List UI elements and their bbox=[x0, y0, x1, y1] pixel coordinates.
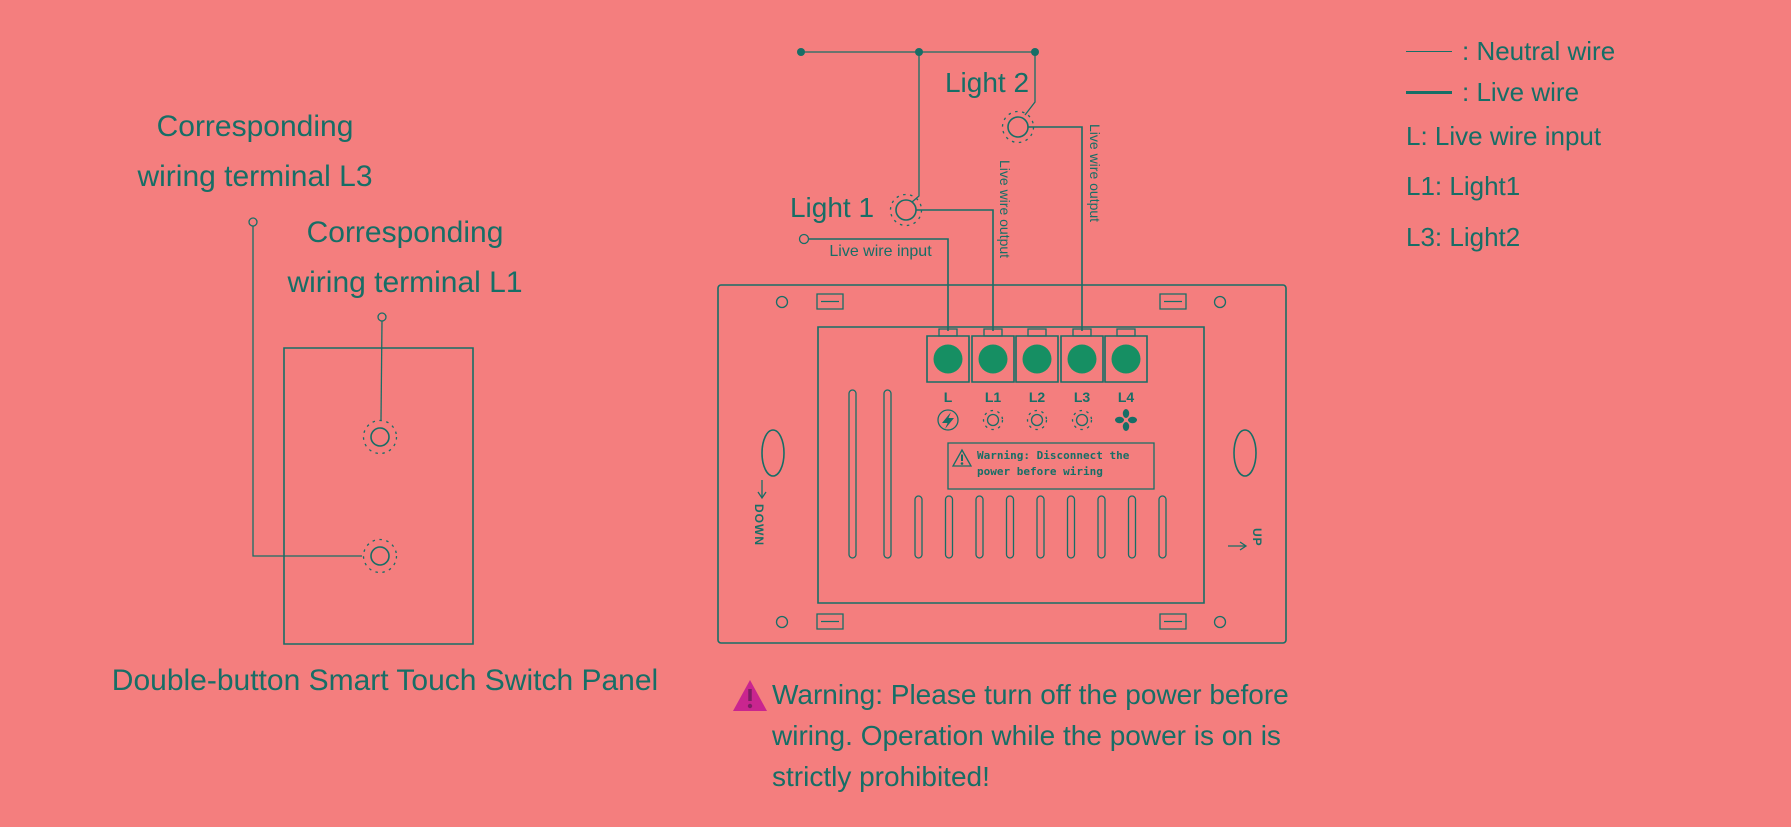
terminal-l3-label-line1: Corresponding bbox=[156, 110, 354, 143]
light2-label: Light 2 bbox=[944, 67, 1030, 98]
down-arrow-icon bbox=[758, 480, 766, 498]
terminal-label-l3: L3 bbox=[1073, 389, 1091, 405]
neutral-wire-line-icon bbox=[1406, 51, 1452, 52]
warning-note-line3: strictly prohibited! bbox=[772, 761, 990, 792]
bulb-icon bbox=[1073, 411, 1092, 430]
terminal-l1-label-line1: Corresponding bbox=[306, 216, 504, 249]
touch-button-top bbox=[364, 421, 397, 454]
terminal-label-l: L bbox=[943, 389, 953, 405]
bulb-icon bbox=[984, 411, 1003, 430]
terminal-label-l4: L4 bbox=[1117, 389, 1135, 405]
live-input-wire bbox=[809, 239, 948, 331]
light2-feed-wire bbox=[1025, 52, 1035, 115]
screw-hole-icon bbox=[1215, 617, 1226, 628]
legend-row-l1: L1: Light1 bbox=[1406, 171, 1520, 202]
live-wire-output-label-right: Live wire output bbox=[1087, 124, 1103, 223]
vent-slots bbox=[849, 390, 1166, 558]
live-input-node bbox=[800, 235, 809, 244]
warning-note-line1: Warning: Please turn off the power befor… bbox=[772, 679, 1289, 710]
legend-l1-label: L1: Light1 bbox=[1406, 171, 1521, 201]
screw-hole-icon bbox=[1215, 297, 1226, 308]
legend-neutral-label: : Neutral wire bbox=[1462, 36, 1616, 66]
legend-row-neutral: : Neutral wire bbox=[1406, 36, 1615, 67]
touch-panel-drawing bbox=[249, 218, 473, 644]
leader-line-l3 bbox=[249, 218, 362, 556]
leader-line-l1 bbox=[378, 313, 386, 420]
touch-button-bottom bbox=[364, 540, 397, 573]
switch-inner-outline bbox=[818, 327, 1204, 603]
lightning-icon bbox=[938, 410, 958, 430]
terminal-l4 bbox=[1105, 329, 1147, 382]
terminal-l3-label-line2: wiring terminal L3 bbox=[137, 160, 373, 193]
up-label: UP bbox=[1250, 528, 1264, 547]
legend-row-live: : Live wire bbox=[1406, 77, 1579, 108]
panel-warning-line1: Warning: Disconnect the bbox=[977, 449, 1130, 462]
light1-label: Light 1 bbox=[789, 192, 875, 223]
light1-feed-wire bbox=[912, 52, 919, 202]
mounting-ear-right bbox=[1234, 430, 1256, 476]
live-wire-input-label: Live wire input bbox=[829, 243, 932, 260]
screw-hole-icon bbox=[777, 297, 788, 308]
terminal-label-l2: L2 bbox=[1028, 389, 1046, 405]
legend-row-l: L: Live wire input bbox=[1406, 121, 1601, 152]
terminal-l bbox=[927, 329, 969, 382]
panel-outline bbox=[284, 348, 473, 644]
terminal-block bbox=[927, 329, 1147, 382]
circuit-wires bbox=[797, 48, 1082, 331]
legend-l3-label: L3: Light2 bbox=[1406, 222, 1521, 252]
panel-warning-box bbox=[948, 443, 1154, 489]
up-arrow-icon bbox=[1228, 542, 1246, 550]
terminal-l3 bbox=[1061, 329, 1103, 382]
screw-slot-icon bbox=[817, 294, 1186, 629]
light2-output-wire bbox=[1028, 127, 1082, 331]
legend-live-label: : Live wire bbox=[1462, 77, 1580, 107]
panel-warning-line2: power before wiring bbox=[977, 465, 1103, 478]
switch-outer-outline bbox=[718, 285, 1286, 643]
terminal-l1-label-line2: wiring terminal L1 bbox=[287, 266, 523, 299]
live-wire-line-icon bbox=[1406, 91, 1452, 94]
live-wire-output-label-left: Live wire output bbox=[997, 160, 1013, 259]
down-label: DOWN bbox=[752, 504, 766, 546]
terminal-l2 bbox=[1016, 329, 1058, 382]
warning-note-line2: wiring. Operation while the power is on … bbox=[772, 720, 1281, 751]
panel-caption: Double-button Smart Touch Switch Panel bbox=[111, 664, 659, 697]
warning-outline-icon bbox=[953, 450, 971, 466]
light1-output-wire bbox=[916, 210, 993, 331]
switch-back-drawing bbox=[718, 285, 1286, 643]
legend-row-l3: L3: Light2 bbox=[1406, 222, 1520, 253]
terminal-label-l1: L1 bbox=[984, 389, 1002, 405]
warning-triangle-icon bbox=[733, 680, 767, 711]
mounting-ear-left bbox=[762, 430, 784, 476]
screw-hole-icon bbox=[777, 617, 788, 628]
legend-l-label: L: Live wire input bbox=[1406, 121, 1602, 151]
terminal-l1 bbox=[972, 329, 1014, 382]
fan-icon bbox=[1115, 409, 1137, 431]
bulb-icon bbox=[1028, 411, 1047, 430]
